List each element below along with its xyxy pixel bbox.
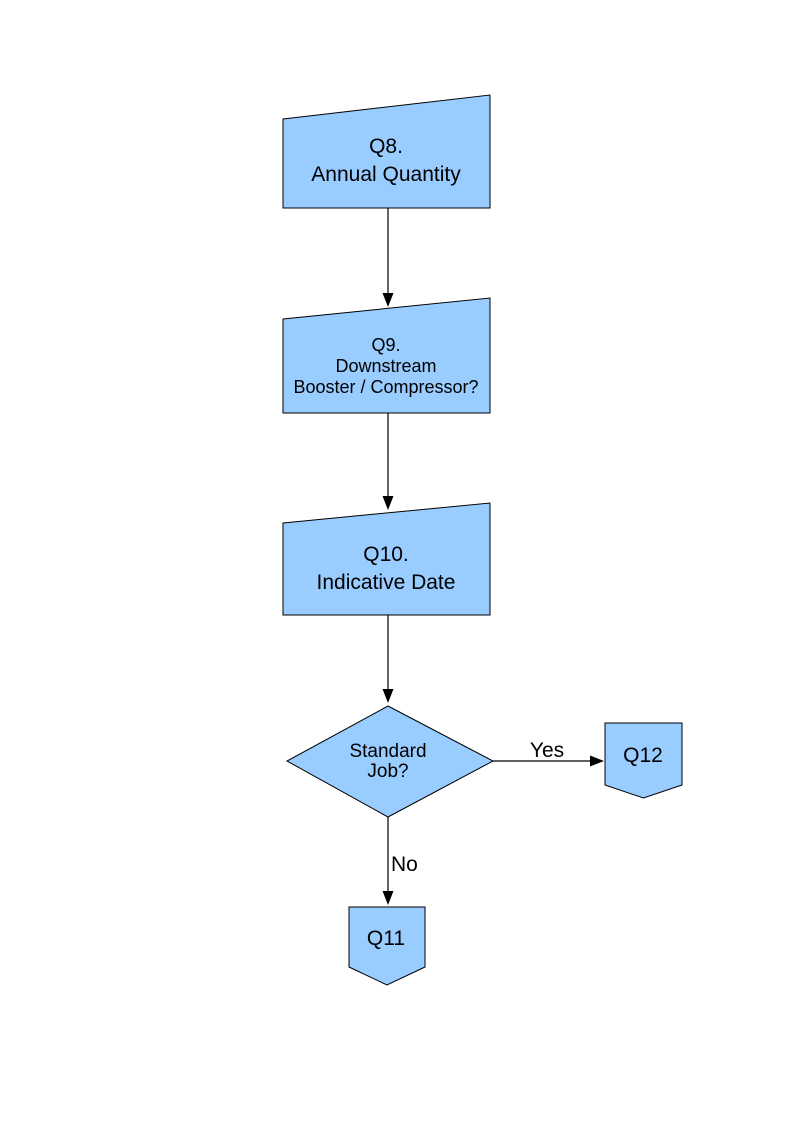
q9-label-line2: Downstream <box>335 356 436 376</box>
q9-label-line3: Booster / Compressor? <box>293 377 478 397</box>
node-q10: Q10. Indicative Date <box>282 502 491 616</box>
decision-label-line1: Standard <box>349 741 426 762</box>
q12-label: Q12 <box>623 744 663 767</box>
decision-label-line2: Job? <box>367 761 408 782</box>
q9-label-line1: Q9. <box>371 335 400 355</box>
connector-decision-q12: Yes <box>493 739 604 767</box>
node-q8: Q8. Annual Quantity <box>282 94 491 209</box>
q11-label: Q11 <box>367 927 405 950</box>
connector-decision-q11: No <box>382 817 418 905</box>
connector-q8-q9 <box>382 208 394 307</box>
connector-q10-decision-arrowhead-icon <box>382 689 394 703</box>
connector-decision-q12-arrowhead-icon <box>590 755 604 767</box>
q11-offpage-connector-shape <box>348 906 426 986</box>
connector-q9-q10 <box>382 413 394 510</box>
q10-manual-input-shape <box>282 502 491 616</box>
node-q12: Q12 <box>604 722 683 799</box>
node-decision: Standard Job? <box>285 705 495 818</box>
connector-q8-q9-arrowhead-icon <box>382 293 394 307</box>
connector-q9-q10-arrowhead-icon <box>382 496 394 510</box>
q9-manual-input-shape <box>282 297 491 414</box>
q8-label-line2: Annual Quantity <box>311 163 461 186</box>
node-q9: Q9. Downstream Booster / Compressor? <box>282 297 491 414</box>
connector-decision-q11-arrowhead-icon <box>382 891 394 905</box>
q12-offpage-connector-shape <box>604 722 683 799</box>
q8-label-line1: Q8. <box>369 135 403 158</box>
connector-q10-decision <box>382 615 394 703</box>
q10-label-line2: Indicative Date <box>317 571 456 594</box>
edge-label-no: No <box>391 853 418 876</box>
edge-label-yes: Yes <box>530 739 564 762</box>
node-q11: Q11 <box>348 906 426 986</box>
q8-manual-input-shape <box>282 94 491 209</box>
q10-label-line1: Q10. <box>363 543 409 566</box>
